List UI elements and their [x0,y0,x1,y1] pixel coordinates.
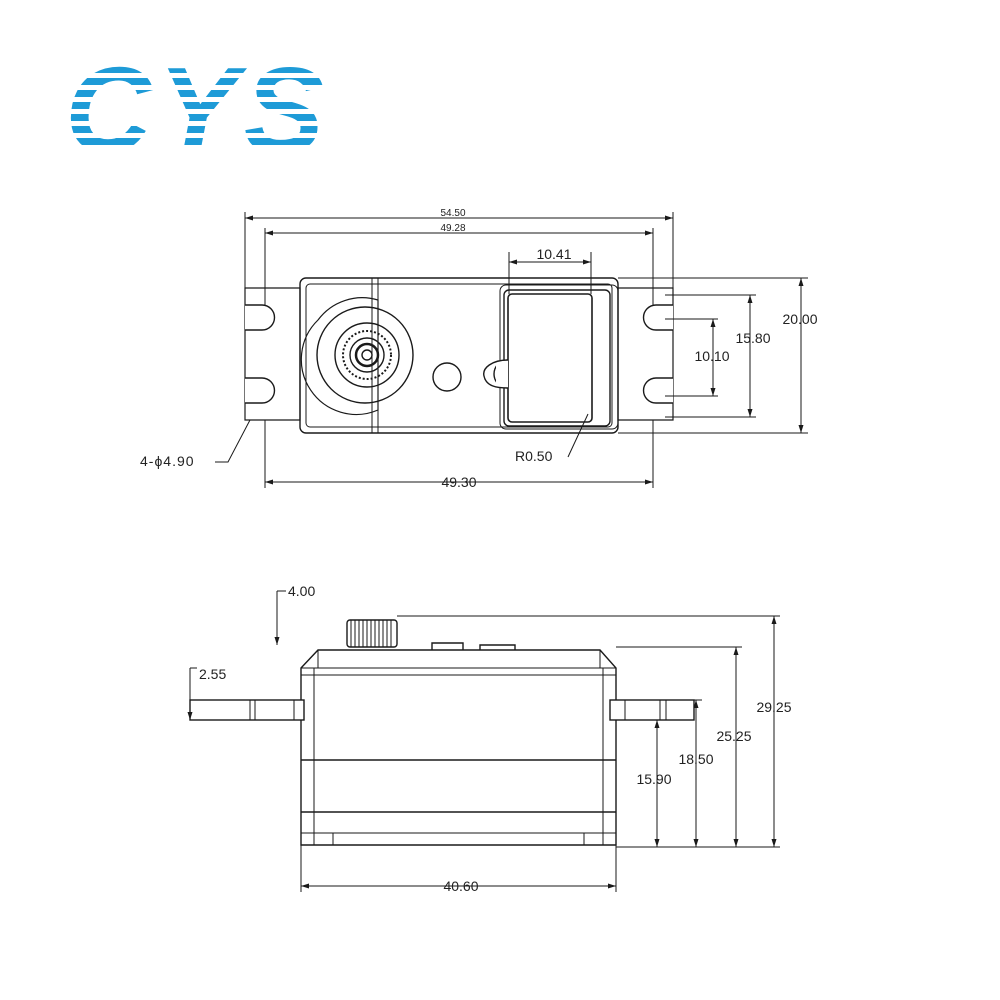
side-view-labels: 4.00 2.55 29.25 25.25 18.50 15.90 40.60 [199,583,792,894]
cys-logo: CYS [65,42,330,178]
top-view-labels: 54.50 49.28 10.41 20.00 15.80 10.10 4-ϕ4… [140,208,818,490]
corner-radius-label: R0.50 [515,448,553,464]
overall-height-label: 20.00 [782,311,817,327]
inner-hole-spacing-label: 10.10 [694,348,729,364]
side-view-dimensions [189,590,780,892]
side-view-arrowheads [187,616,777,889]
label-window-width-label: 10.41 [536,246,571,262]
hole-spacing-top-label: 49.28 [440,223,465,234]
mounting-holes-label: 4-ϕ4.90 [140,453,195,469]
outer-hole-spacing-label: 15.80 [735,330,770,346]
spline-height-label: 4.00 [288,583,315,599]
top-view-arrowheads [245,215,804,485]
case-width-label: 40.60 [443,878,478,894]
total-height-label: 29.25 [756,699,791,715]
side-view [189,619,695,846]
tab-thickness-label: 2.55 [199,666,226,682]
case-height-label: 25.25 [716,728,751,744]
top-view [244,277,674,434]
overall-width-label: 54.50 [440,208,465,219]
svg-text:CYS: CYS [65,42,330,178]
tab-bottom-height-label: 15.90 [636,771,671,787]
hole-spacing-bottom-label: 49.30 [441,474,476,490]
top-view-dimensions [215,212,808,488]
tab-top-height-label: 18.50 [678,751,713,767]
